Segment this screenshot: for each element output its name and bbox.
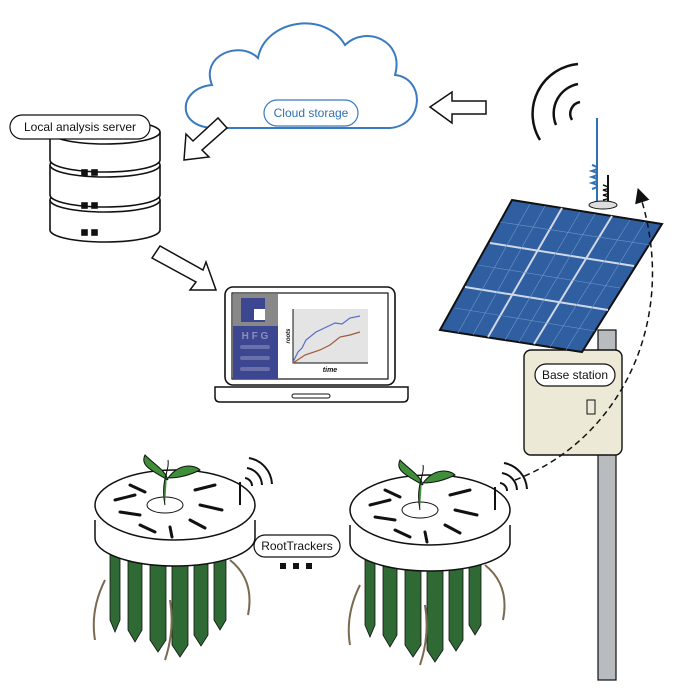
wireless-link-dashed: [514, 187, 654, 481]
solar-panel-icon: [438, 198, 664, 354]
chart-x-label: time: [323, 367, 338, 374]
antenna-icon: [588, 118, 618, 210]
ellipsis-dots: [280, 563, 312, 569]
cloud-storage-label: Cloud storage: [274, 106, 349, 120]
roottracker-device-2: [347, 459, 528, 666]
roottrackers-label: RootTrackers: [261, 539, 333, 553]
roottracker-device-1: [92, 454, 273, 661]
arrow-server-to-laptop: [150, 245, 218, 291]
base-station-icon: Base station: [523, 329, 623, 681]
arrow-cloud-to-server: [183, 116, 229, 161]
arrow-antenna-to-cloud: [428, 90, 487, 125]
chart-y-label: roots: [286, 328, 292, 344]
server-label: Local analysis server: [24, 120, 136, 134]
cloud-icon: Cloud storage: [184, 22, 418, 129]
base-station-label: Base station: [542, 368, 608, 382]
wireless-signal-icon: [531, 62, 581, 141]
hfg-logo: H F G: [242, 331, 269, 342]
laptop-icon: H F G roots time: [214, 286, 409, 403]
